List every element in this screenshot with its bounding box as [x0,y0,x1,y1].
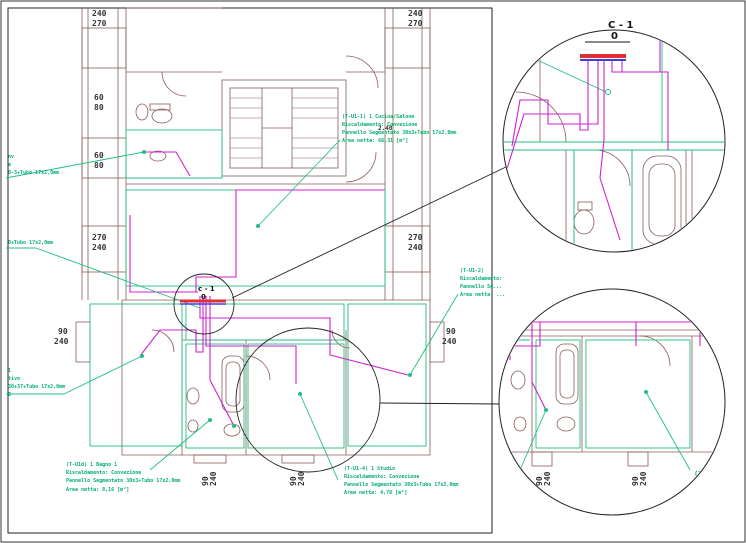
dim-mid-left-1: 270 [92,233,107,242]
note-a-line-3: Pannello Segmentato 30x3+Tubo 17x2,0mm [342,130,456,136]
plan-walls [75,7,445,464]
left-note-1c: 0-3+Tubo 17x2,0mm [8,170,59,176]
sheet-border [7,7,493,534]
dim-lower-right-1: 90 [446,327,456,336]
note-b-line-4: Area netta: ... [460,292,505,298]
left-note-3a: 1 [8,368,11,374]
dim-zoom2-1a: 90 [535,476,544,486]
heating-pipes [129,151,409,427]
dim-lower-left-2: 240 [54,337,69,346]
note-d-line-1: (T-U1-4) 1 Studio [344,466,395,472]
dim-mid-floor: 2.40 [378,125,393,132]
dim-bottom-2b: 240 [297,471,306,486]
dim-left-wc-1: 60 [94,93,104,102]
room-note-c: (T-U1d) 1 Bagno 1 Riscaldamento: Convezi… [66,462,180,493]
dim-top-right-1: 240 [408,9,423,18]
left-notes: nv e 0-3+Tubo 17x2,0mm 0+Tubo 17x2,0mm 1… [8,154,65,398]
room-note-d: (T-U1-4) 1 Studio Riscaldamento: Convezi… [344,466,458,496]
dim-mid-right-1: 270 [408,233,423,242]
dimension-labels: 240 270 240 270 60 80 60 80 270 240 270 … [54,9,648,486]
note-c-line-3: Pannello Segmentato 30x3+Tubo 17x2,0mm [66,478,180,484]
plan-zoom-circle [173,273,235,335]
plan-callout-sub: 0 [201,293,206,301]
terminal-dots [140,150,412,428]
note-a-line-2: Riscaldamento: Convezione [342,122,417,128]
main-callout-label: C - 1 [608,20,633,31]
note-c-line-2: Riscaldamento: Convezione [66,470,141,476]
note-c-line-1: (T-U1d) 1 Bagno 1 [66,462,117,468]
room-note-a: (T-U1-1) 1 Cucina/Salone Riscaldamento: … [342,114,456,144]
left-note-1b: e [8,162,11,168]
left-note-3c: 30+37+Tubo 17x2,0mm [8,384,65,390]
leader-lines [5,139,459,481]
dim-top-right-2: 270 [408,19,423,28]
connector-line-2 [379,402,501,405]
plan-callout-label: c - 1 [198,285,215,293]
note-d-line-4: Area netta: 4,78 [m²] [344,490,407,496]
left-note-1a: nv [8,154,14,160]
dim-left-wc-2: 80 [94,103,104,112]
dim-bottom-1b: 240 [209,471,218,486]
dim-mid-right-2: 240 [408,243,423,252]
note-a-line-1: (T-U1-1) 1 Cucina/Salone [342,114,414,120]
left-note-2: 0+Tubo 17x2,0mm [8,240,53,246]
note-d-line-2: Riscaldamento: Convezione [344,474,419,480]
dim-zoom2-1b: 240 [543,471,552,486]
note-b-line-2: Riscaldamento: [460,276,502,282]
connector-line-1 [231,165,509,299]
dim-left-wc2-1: 60 [94,151,104,160]
plan-zoom-circle-2 [235,327,381,473]
note-b-line-1: (T-U1-2) [460,268,484,274]
dim-top-left-2: 270 [92,19,107,28]
dim-mid-left-2: 240 [92,243,107,252]
room-boundaries [89,129,427,449]
dim-left-wc2-2: 80 [94,161,104,170]
dim-zoom2-2b: 240 [639,471,648,486]
dim-lower-right-2: 240 [442,337,457,346]
main-callout-sub: 0 [611,31,618,42]
dim-lower-left-1: 90 [58,327,68,336]
dim-zoom2-2a: 90 [631,476,640,486]
note-b-line-3: Pannello Se... [460,284,502,290]
note-a-line-4: Area netta: 66,31 [m²] [342,138,408,144]
note-c-line-4: Area netta: 8,16 [m²] [66,487,129,493]
room-note-b: (T-U1-2) Riscaldamento: Pannello Se... A… [460,268,505,298]
left-note-3b: tivo [8,376,20,382]
dim-bottom-2a: 90 [289,476,298,486]
zoom-detail-1: C - 1 0 [502,20,726,253]
left-note-3d: 0 [8,392,11,398]
dim-bottom-1a: 90 [201,476,210,486]
zoom-detail-2: (T-U [498,288,726,516]
dim-top-left-1: 240 [92,9,107,18]
note-d-line-3: Pannello Segmentato 30x3+Tubo 17x2,0mm [344,482,458,488]
